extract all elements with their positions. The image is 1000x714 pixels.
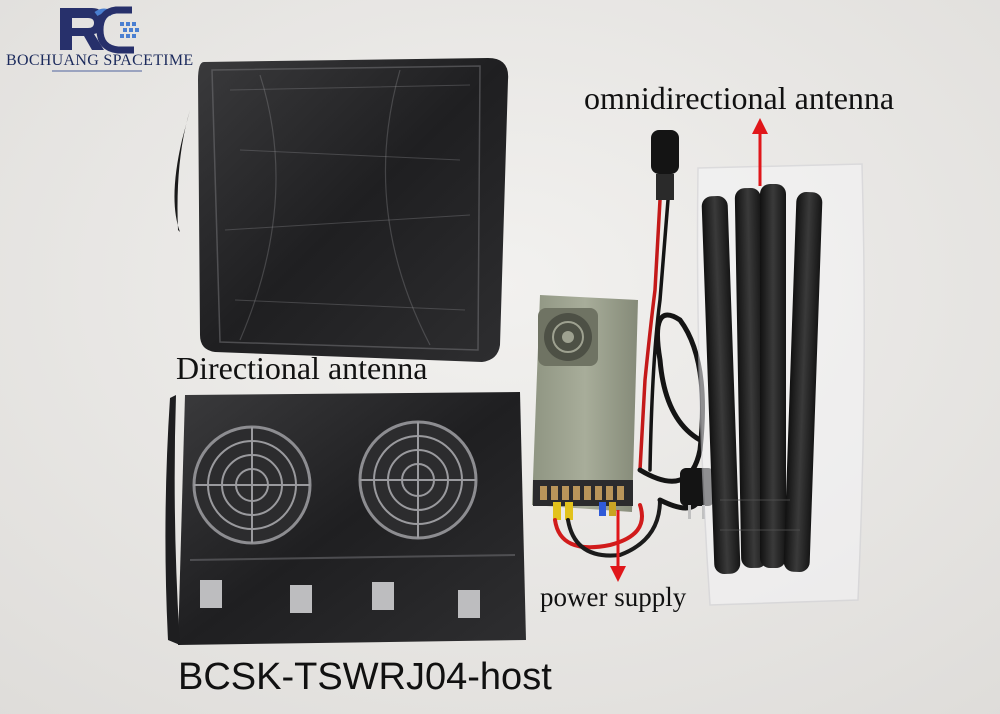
antenna-rod (701, 196, 741, 574)
company-name: BOCHUANG SPACETIME (6, 52, 194, 69)
terminal-block (533, 480, 633, 506)
directional-antenna-label: Directional antenna (176, 350, 428, 386)
arrow-omni (752, 118, 768, 186)
connector (372, 582, 394, 610)
directional-antenna (174, 58, 509, 362)
arrow-power (610, 510, 626, 582)
antenna-rod (783, 192, 823, 572)
antenna-rod (760, 184, 786, 568)
connector (200, 580, 222, 608)
host-device (165, 392, 526, 645)
connector (290, 585, 312, 613)
power-supply-unit (532, 295, 638, 520)
logo-underline (52, 70, 142, 72)
omnidirectional-antennas (701, 184, 823, 574)
fan-left (192, 425, 312, 545)
connector (458, 590, 480, 618)
host-label: BCSK-TSWRJ04-host (178, 656, 552, 698)
dc-plug (651, 130, 679, 200)
fan-right (358, 420, 478, 540)
omnidirectional-antenna-label: omnidirectional antenna (584, 80, 895, 116)
antenna-rod (734, 187, 768, 569)
power-supply-label: power supply (540, 582, 687, 612)
brand-logo (60, 6, 139, 54)
